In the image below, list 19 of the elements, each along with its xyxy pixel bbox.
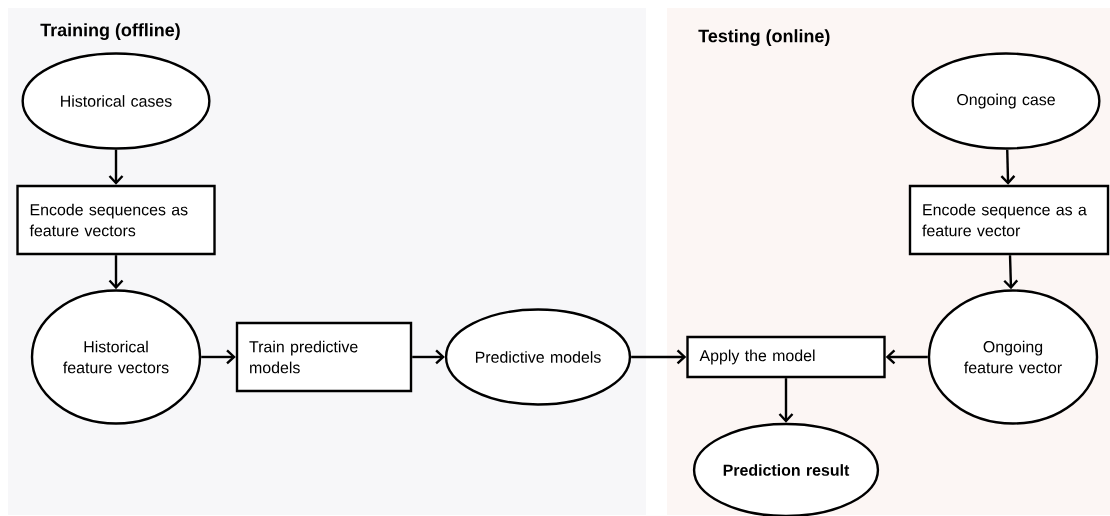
process-box: Train predictive models bbox=[235, 321, 413, 393]
arrow bbox=[631, 349, 687, 365]
ellipse-node: Ongoing case bbox=[911, 52, 1101, 150]
process-box: Encode sequence as a feature vector bbox=[908, 184, 1110, 256]
ellipse-node: Historical feature vectors bbox=[30, 289, 202, 425]
arrow bbox=[1000, 149, 1016, 185]
arrow bbox=[412, 349, 445, 365]
arrow bbox=[778, 378, 794, 423]
ellipse-node: Prediction result bbox=[692, 422, 880, 516]
arrow bbox=[201, 349, 236, 365]
ellipse-node: Ongoing feature vector bbox=[927, 289, 1099, 425]
process-box: Encode sequences as feature vectors bbox=[16, 184, 216, 256]
arrow bbox=[885, 349, 928, 365]
process-box: Apply the model bbox=[686, 335, 886, 379]
arrow bbox=[1003, 255, 1019, 290]
arrow bbox=[108, 255, 124, 290]
arrow bbox=[108, 149, 124, 185]
ellipse-node: Historical cases bbox=[21, 52, 211, 150]
ellipse-node: Predictive models bbox=[444, 308, 632, 406]
